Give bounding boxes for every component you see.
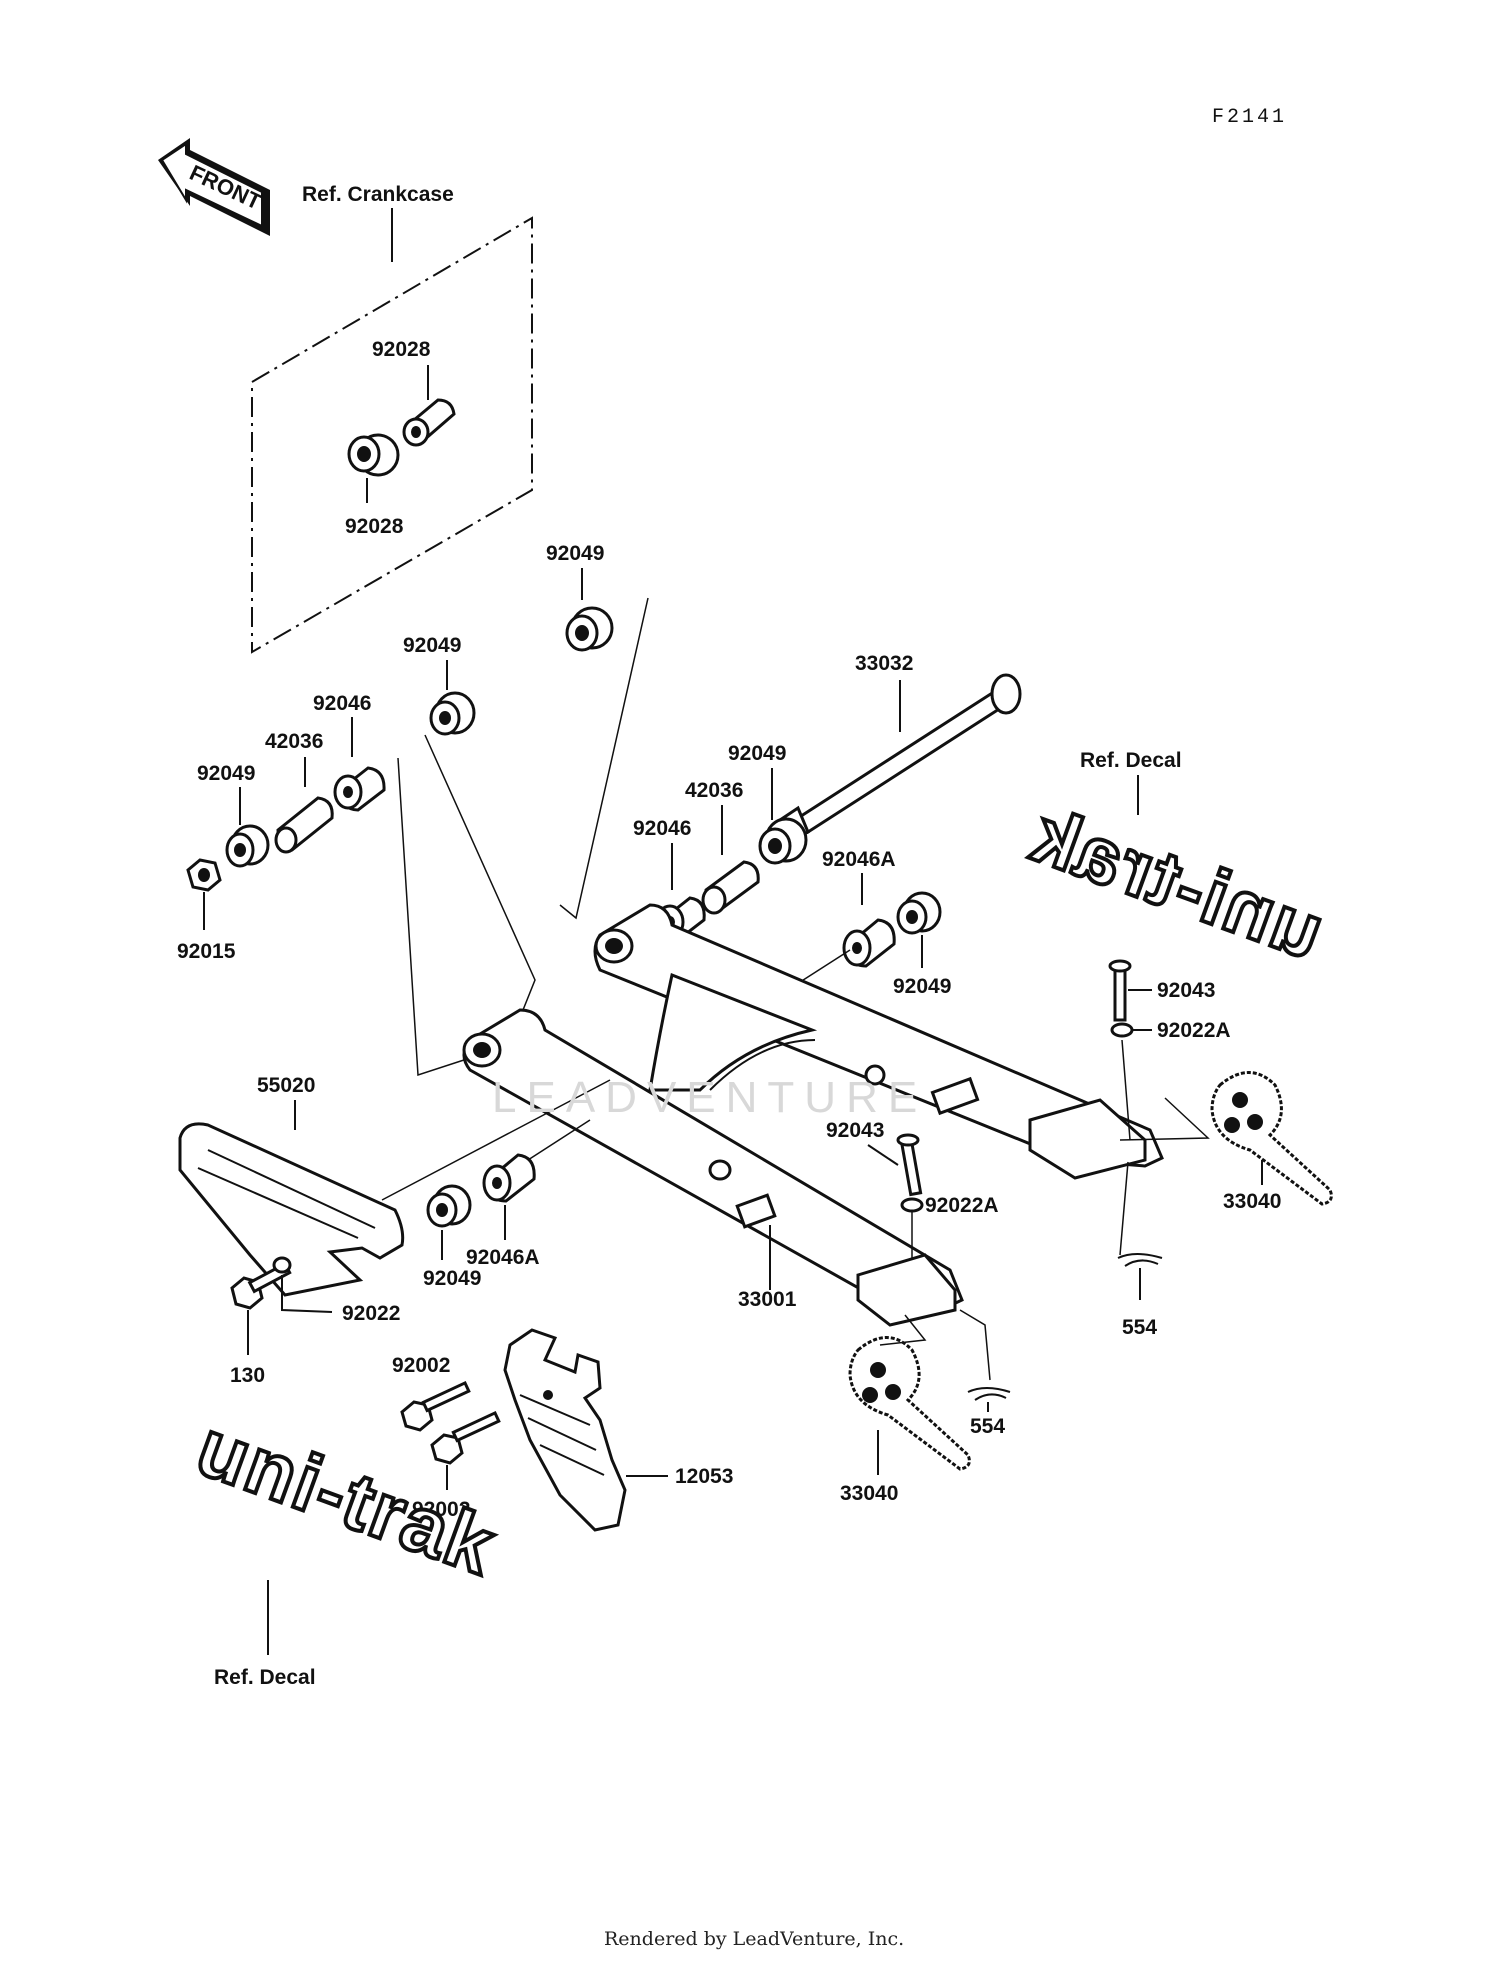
part-92046-left: 92046 [313,692,371,715]
seal-92049-left-upper [429,691,476,736]
pivot-shaft-33032 [778,673,1022,844]
part-33040-bottom: 33040 [840,1482,898,1505]
cotter-pin-554-right [1117,1253,1163,1267]
part-92049-left-upper: 92049 [403,634,461,657]
front-arrow-icon: FRONT [158,138,270,236]
washer-92022 [272,1256,292,1274]
part-42036-left: 42036 [265,730,323,753]
part-92049-right-upper: 92049 [728,742,786,765]
pin-92043-center [896,1133,923,1197]
assembly-line-33040-bottom [879,1314,927,1346]
seal-92049-bottom [426,1184,472,1228]
diagram-code: F2141 [1212,106,1287,129]
watermark: LEADVENTURE [492,1073,927,1122]
assembly-line-left-lower [397,757,471,1077]
ref-crankcase-label: Ref. Crankcase [302,183,454,206]
chain-adjuster-33040-right [1210,1071,1333,1206]
part-130: 130 [230,1364,265,1387]
part-12053: 12053 [675,1465,733,1488]
bushing-92028-upper [402,398,456,447]
bushing-92028-lower [347,433,400,477]
assembly-line-33040-right [1119,1097,1210,1141]
assembly-line-top [559,597,649,920]
decal-top-uni-trak: uni-trak [1018,788,1336,978]
washer-92022A-right [1110,1022,1134,1038]
sleeve-42036-left [274,796,334,854]
part-33001: 33001 [738,1288,797,1311]
seal-92049-top [565,606,614,652]
part-92028-upper: 92028 [372,338,431,361]
assembly-line-bottom [527,1119,591,1161]
part-92022A-right: 92022A [1157,1019,1231,1042]
cotter-pin-554-bottom [967,1387,1011,1401]
part-92022A-center: 92022A [925,1194,999,1217]
assembly-line-left-upper [424,734,536,1031]
part-42036-right: 42036 [685,779,743,802]
ref-decal-bottom-label: Ref. Decal [214,1666,316,1689]
part-92049-top: 92049 [546,542,604,565]
nut-92015 [186,858,222,892]
part-92049-right: 92049 [893,975,951,998]
part-92049-bottom: 92049 [423,1267,481,1290]
assembly-line-554-bottom [959,1309,991,1381]
part-33040-right: 33040 [1223,1190,1281,1213]
leader-92043-center [867,1144,899,1166]
footer-credit: Rendered by LeadVenture, Inc. [604,1928,904,1950]
seal-92049-right-upper [758,817,808,865]
part-92046A-bottom: 92046A [466,1246,540,1269]
assembly-line-55020 [381,1079,611,1201]
sprocket-cover-12053 [503,1328,627,1532]
pin-92043-right [1108,959,1132,1022]
part-92015: 92015 [177,940,236,963]
bearing-92046-left [333,766,386,812]
part-92022: 92022 [342,1302,400,1325]
part-55020: 55020 [257,1074,315,1097]
bolt-92002-lower [430,1410,501,1465]
chain-guide-55020 [178,1122,405,1297]
part-92002-lower: 92002 [412,1498,470,1521]
part-92046-right: 92046 [633,817,691,840]
part-92049-left: 92049 [197,762,255,785]
washer-92022A-center [900,1197,924,1213]
part-92028-lower: 92028 [345,515,404,538]
part-92043-right: 92043 [1157,979,1215,1002]
swingarm-33001 [462,903,1164,1327]
bearing-92046A-right [842,918,896,968]
decal-top-text: uni-trak [1020,790,1334,976]
sleeve-42036-right [701,860,760,915]
bolt-92002-upper [400,1380,471,1432]
part-554-right: 554 [1122,1316,1157,1339]
part-33032: 33032 [855,652,913,675]
ref-decal-top-label: Ref. Decal [1080,749,1182,772]
crankcase-boundary [251,216,533,654]
bearing-92046A-bottom [482,1153,536,1203]
seal-92049-right [896,891,942,935]
leader-92022 [281,1275,333,1313]
part-92046A-right: 92046A [822,848,896,871]
assembly-line-554-right [1119,1161,1129,1256]
chain-adjuster-33040-bottom [848,1336,971,1471]
seal-92049-left [225,824,270,868]
part-92043-center: 92043 [826,1119,884,1142]
assembly-line-92043-right [1121,1039,1131,1141]
part-554-bottom: 554 [970,1415,1005,1438]
part-92002-upper: 92002 [392,1354,450,1377]
